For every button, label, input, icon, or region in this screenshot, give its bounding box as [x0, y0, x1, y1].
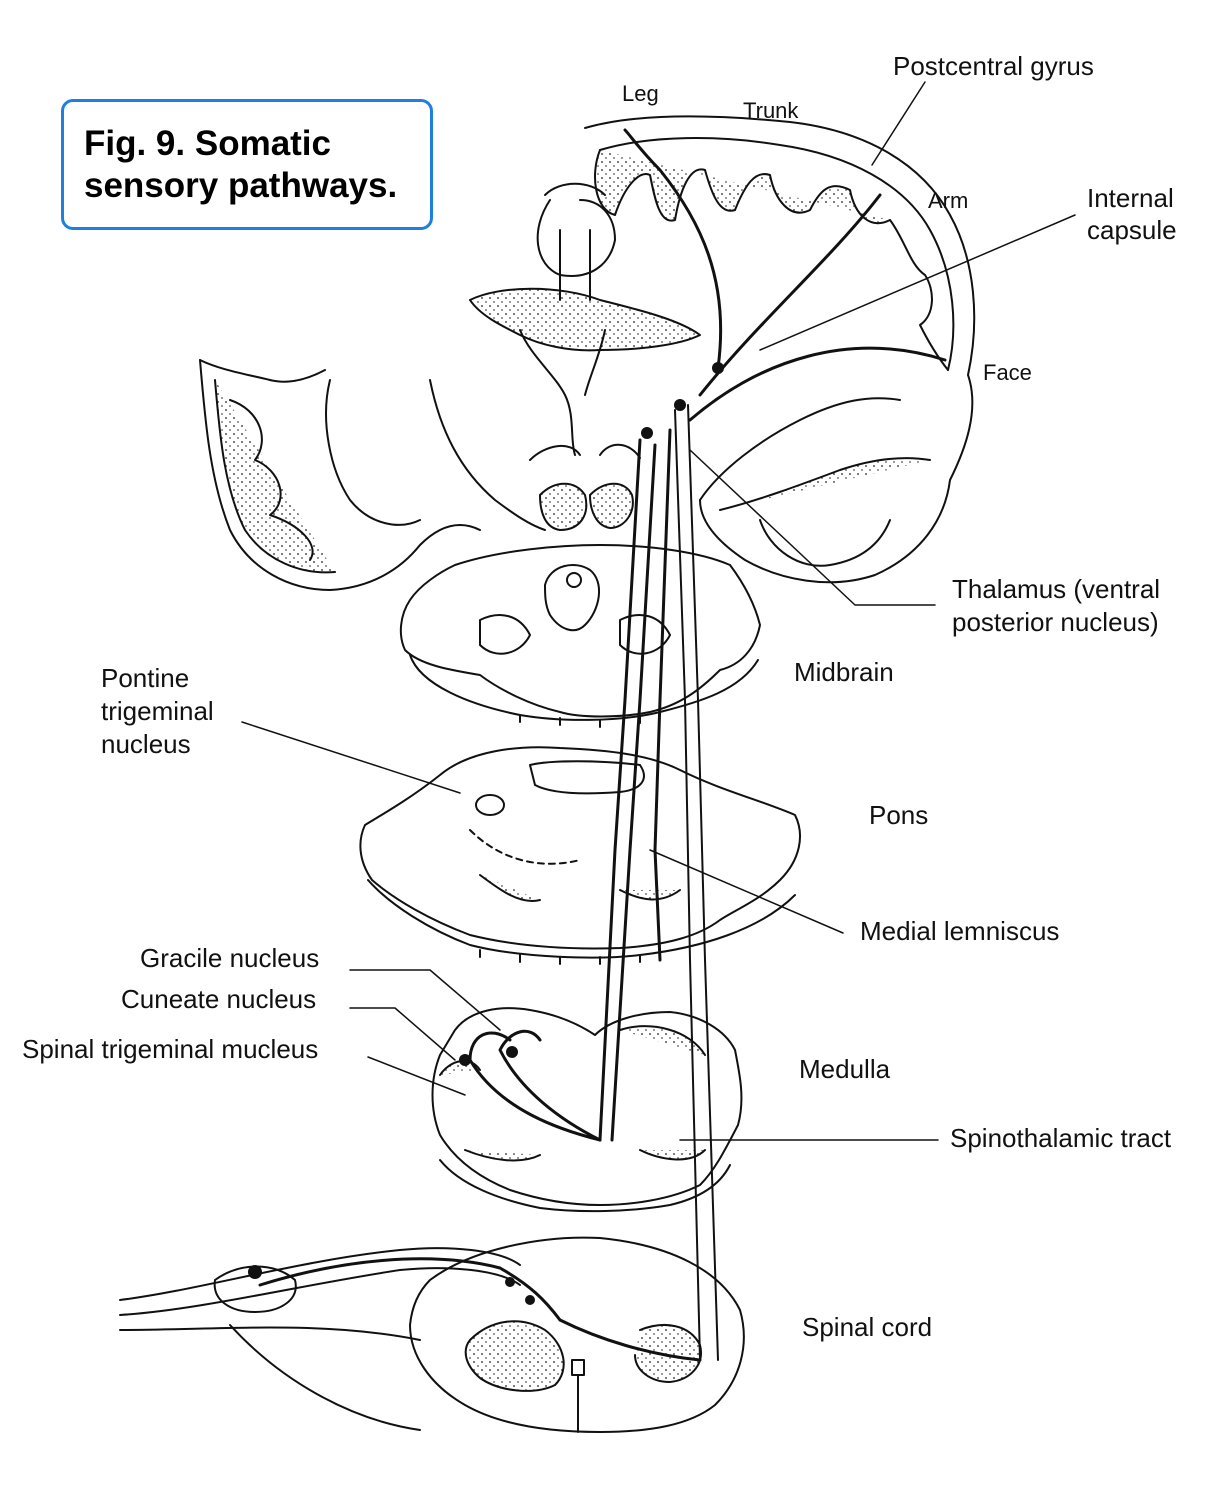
label-pons: Pons: [869, 799, 928, 832]
figure-title-line-1: Fig. 9. Somatic: [84, 124, 331, 164]
label-spinal-cord: Spinal cord: [802, 1311, 932, 1344]
figure-title-line-2: sensory pathways.: [84, 166, 397, 206]
label-face: Face: [983, 356, 1032, 389]
label-leg: Leg: [622, 77, 659, 110]
label-arm: Arm: [928, 184, 968, 217]
label-thalamus-line-2: posterior nucleus): [952, 606, 1159, 639]
label-pontine-line-3: nucleus: [101, 728, 191, 761]
label-thalamus-line-1: Thalamus (ventral: [952, 573, 1160, 606]
label-midbrain: Midbrain: [794, 656, 894, 689]
figure-title-box: Fig. 9. Somatic sensory pathways.: [61, 99, 433, 230]
label-gracile-nucleus: Gracile nucleus: [140, 942, 319, 975]
label-medial-lemniscus: Medial lemniscus: [860, 915, 1059, 948]
label-pontine-line-2: trigeminal: [101, 695, 214, 728]
label-medulla: Medulla: [799, 1053, 890, 1086]
spinal-cord-section: [120, 1238, 744, 1432]
label-internal-capsule-line-2: capsule: [1087, 214, 1177, 247]
label-trunk: Trunk: [743, 94, 798, 127]
label-spinal-trigeminal: Spinal trigeminal mucleus: [22, 1033, 318, 1066]
pons-section: [360, 747, 800, 964]
label-postcentral-gyrus: Postcentral gyrus: [893, 50, 1094, 83]
label-pontine-line-1: Pontine: [101, 662, 189, 695]
label-cuneate-nucleus: Cuneate nucleus: [121, 983, 316, 1016]
midbrain-section: [401, 545, 760, 727]
label-leader-lines: [242, 82, 1075, 1140]
label-internal-capsule-line-1: Internal: [1087, 182, 1174, 215]
label-spinothalamic-tract: Spinothalamic tract: [950, 1122, 1171, 1155]
